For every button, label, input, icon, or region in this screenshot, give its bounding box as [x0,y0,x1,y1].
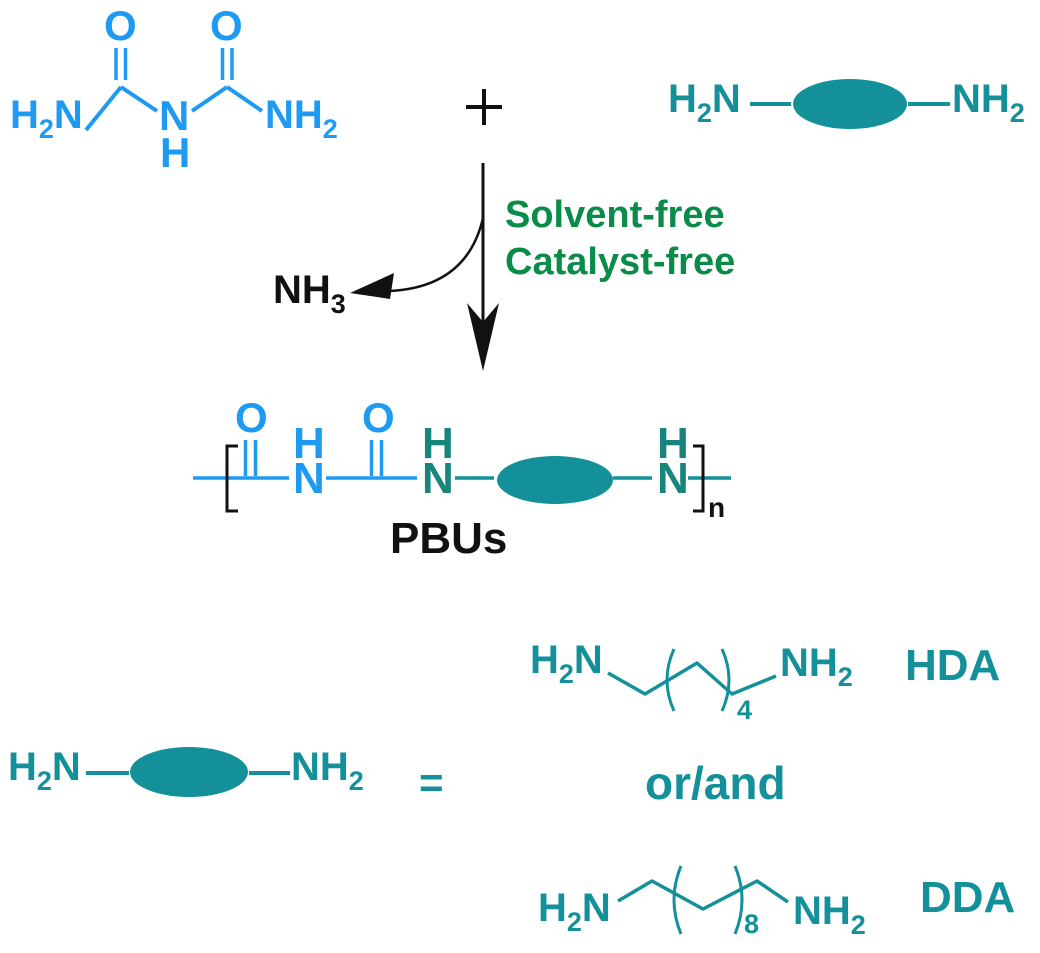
text-sub: 2 [322,114,338,144]
product-n2-label: N [422,454,454,503]
text-main: H [8,745,37,789]
biuret-o-left-label: O [104,2,137,49]
hda-graphics [607,648,777,712]
hda-name-label: HDA [905,641,1001,690]
arrow-head [467,303,499,371]
hda-amine-right-label: NH2 [780,643,853,691]
plus-icon [466,89,502,125]
text-main: NH [273,268,331,312]
text-main: NH [952,77,1010,121]
bond [190,85,229,113]
diamine-top-right-label: NH2 [952,79,1025,127]
dda-amine-left-label: H2N [538,888,611,936]
text-sub: 2 [1009,98,1025,128]
dda-graphics [617,865,789,935]
text-main: N [711,77,741,121]
text-sub: 3 [330,289,346,319]
product-h3-label: H [657,419,689,468]
reaction-arrow [350,163,499,371]
text-main: H [668,77,697,121]
text-main: N [53,93,83,137]
legend-diamine-graphics [86,747,290,797]
byproduct-label: NH3 [273,270,346,318]
curved-arrow [389,217,485,293]
product-h2-label: H [422,419,454,468]
double-bond-c2-o [369,440,384,476]
text-main: N [51,745,81,789]
product-o2-label: O [362,394,395,441]
dda-repeat-subscript: 8 [744,909,760,939]
product-o1-label: O [235,394,268,441]
bracket-left [225,444,238,513]
dda-name-label: DDA [920,873,1016,922]
curved-arrow-head [350,273,394,299]
paren-right [720,648,731,712]
legend-diamine-right-label: NH2 [291,747,364,795]
double-bond-c1-o [243,440,258,476]
text-sub: 2 [566,907,582,937]
alkyl-chain [607,661,777,696]
bond [119,85,159,113]
text-main: N [581,886,611,930]
hda-amine-left-label: H2N [530,640,603,688]
alkyl-chain [617,879,789,911]
backbone-ellipse [793,79,907,129]
text-main: NH [780,641,838,685]
product-n1-label: N [293,454,325,503]
condition-line2: Catalyst-free [505,241,736,283]
legend-diamine-left-label: H2N [8,747,81,795]
biuret-amine-left-label: H2N [10,95,83,143]
dda-amine-right-label: NH2 [793,891,866,939]
paren-left [672,865,683,935]
biuret-h-center-label: H [160,129,191,176]
or-and-label: or/and [645,757,786,809]
biuret-o-right-label: O [210,2,243,49]
text-sub: 2 [850,910,866,940]
diamine-top-graphics [750,79,950,129]
text-sub: 2 [696,98,712,128]
repeat-subscript-n: n [708,492,726,523]
double-bond-c1-o [114,48,128,80]
product-n3-label: N [657,454,689,503]
biuret-bonds [84,48,264,132]
biuret-amine-right-label: NH2 [265,95,338,143]
text-main: NH [265,93,323,137]
product-name-label: PBUs [390,514,508,563]
text-sub: 2 [38,114,54,144]
text-main: H [538,886,567,930]
bond [84,85,123,132]
bracket-right [693,444,705,513]
hda-repeat-subscript: 4 [737,695,753,725]
paren-left [665,648,676,712]
text-sub: 2 [36,766,52,796]
text-main: NH [291,745,349,789]
text-sub: 2 [348,766,364,796]
backbone-ellipse [130,747,248,797]
equals-sign: = [419,759,444,806]
text-main: H [10,93,39,137]
text-main: N [573,638,603,682]
diamine-top-left-label: H2N [668,79,741,127]
product-graphics [193,440,731,513]
biuret-n-center-label: N [159,92,190,139]
backbone-ellipse [497,456,613,504]
text-sub: 2 [837,662,853,692]
text-main: NH [793,889,851,933]
product-h1-label: H [293,419,325,468]
condition-line1: Solvent-free [505,194,725,236]
double-bond-c2-o [220,48,234,80]
bond [225,85,264,113]
paren-right [733,865,744,935]
text-main: H [530,638,559,682]
text-sub: 2 [558,659,574,689]
